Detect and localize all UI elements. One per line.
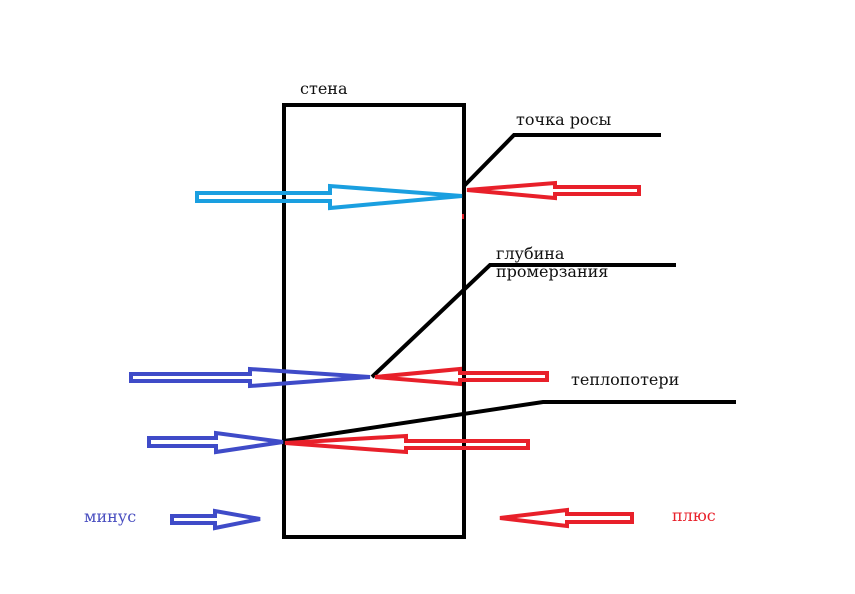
warm-arrow-left-icon-3 <box>284 433 530 455</box>
minus-label: минус <box>84 507 137 526</box>
cold-arrow-right-icon-2 <box>147 430 284 455</box>
freeze-depth-label: глубина промерзания <box>496 244 609 282</box>
warm-arrow-left-icon-2 <box>374 366 549 387</box>
cold-light-arrow-right-icon <box>195 183 463 211</box>
heat-loss-leader <box>283 400 736 443</box>
legend-minus-arrow-right-icon <box>170 508 261 531</box>
freeze-depth-line1: глубина <box>496 244 565 263</box>
legend-plus-arrow-left-icon <box>499 507 634 529</box>
wall-rect <box>282 103 466 539</box>
dew-point-leader <box>462 133 661 188</box>
plus-label: плюс <box>672 506 716 525</box>
freeze-depth-line2: промерзания <box>496 262 609 282</box>
dew-point-label: точка росы <box>516 110 612 129</box>
freeze-depth-leader <box>370 263 676 379</box>
warm-arrow-left-icon-1 <box>466 180 641 201</box>
wall-label: стена <box>300 79 348 98</box>
heat-loss-label: теплопотери <box>571 370 680 389</box>
cold-arrow-right-icon-1 <box>129 366 371 389</box>
